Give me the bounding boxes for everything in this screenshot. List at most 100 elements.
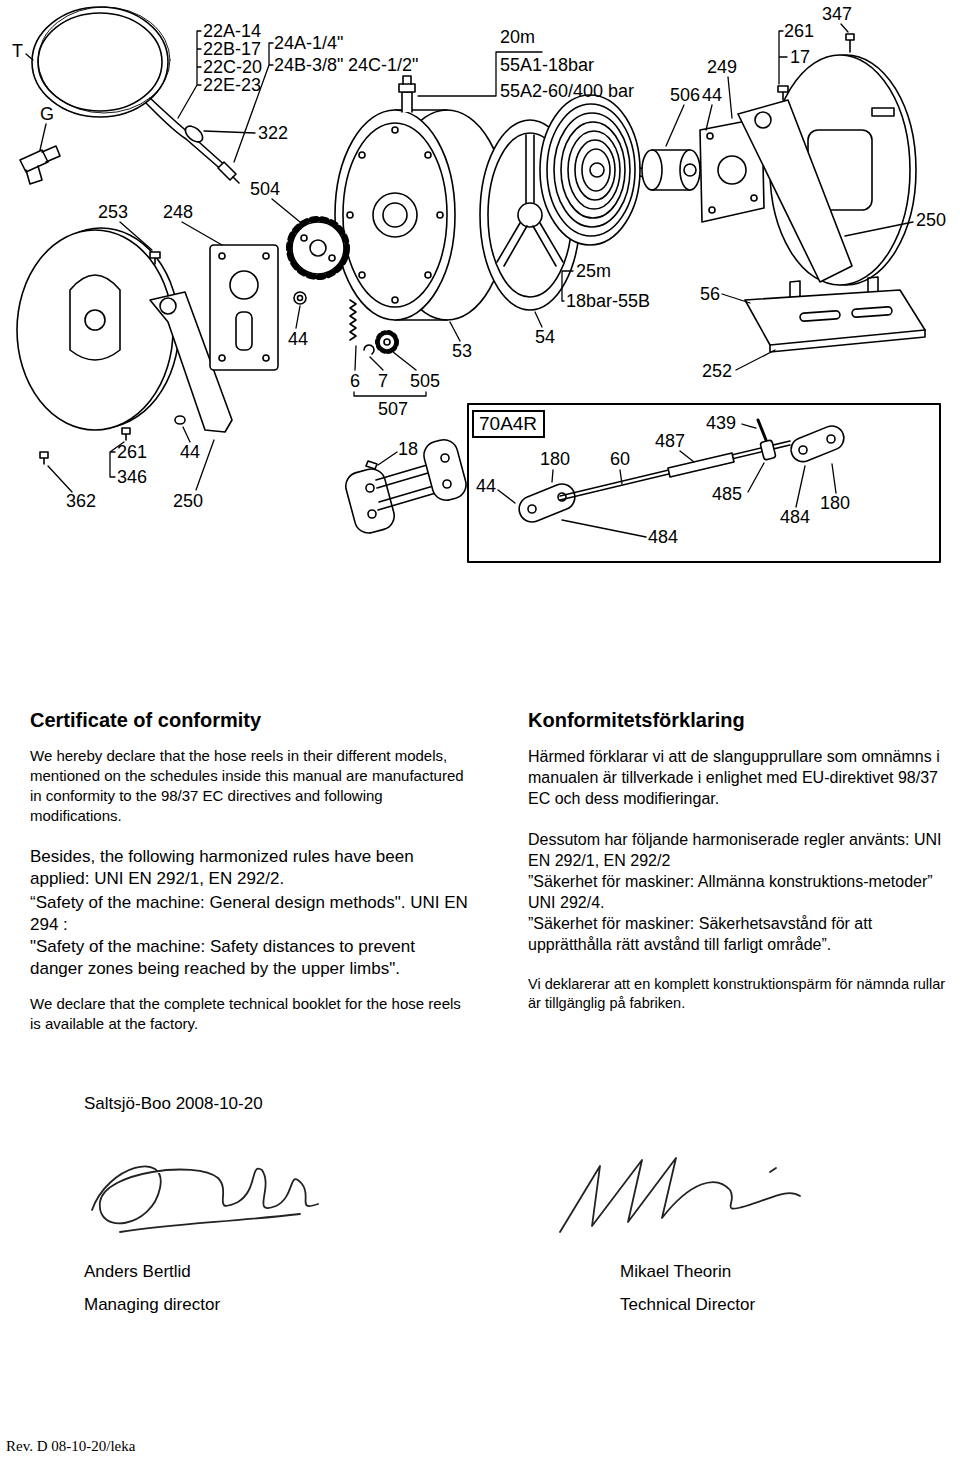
support-arm	[738, 100, 852, 282]
spiral-spring	[582, 149, 610, 191]
leader-line	[370, 357, 383, 370]
leader-line	[354, 392, 426, 396]
leader-line	[706, 105, 712, 130]
side-cover	[846, 34, 854, 52]
callout-number: 18	[398, 440, 418, 458]
side-plate	[150, 245, 278, 370]
hose-drum	[425, 152, 431, 158]
base-plate	[770, 330, 925, 352]
callout-number: 53	[452, 342, 472, 360]
leader-line	[26, 24, 913, 537]
signature	[92, 1166, 318, 1223]
base-plate	[852, 307, 892, 318]
side-plate	[230, 271, 258, 299]
callout-number: 44	[476, 477, 496, 495]
callout-number: 252	[702, 362, 732, 380]
side-cover	[85, 310, 105, 330]
hose-drum	[392, 127, 398, 133]
leader-line	[680, 451, 694, 462]
hose-coil	[233, 177, 239, 183]
side-cover	[872, 108, 894, 116]
paragraph: "Safety of the machine: Safety distances…	[30, 936, 470, 980]
hose-coil	[146, 103, 224, 172]
support-arm	[40, 292, 232, 464]
callout-number: 54	[535, 328, 555, 346]
leader-line	[620, 470, 622, 484]
callout-number: 25m	[576, 262, 611, 280]
paragraph: “Safety of the machine: General design m…	[30, 892, 470, 936]
axle-frame	[421, 437, 469, 504]
callout-number: 261	[784, 22, 814, 40]
callout-number: 249	[707, 58, 737, 76]
leader-line	[450, 322, 460, 341]
support-arm	[175, 416, 185, 424]
hose-drum	[343, 123, 447, 307]
callout-number: 322	[258, 124, 288, 142]
callout-number: 22B-17	[203, 40, 261, 58]
callout-number: G	[40, 105, 54, 123]
spiral-spring	[561, 122, 625, 218]
side-plate	[236, 312, 252, 350]
hose-drum	[359, 152, 365, 158]
flange-plate	[718, 156, 746, 184]
elbow-fitting	[20, 146, 60, 184]
callout-number: 485	[712, 485, 742, 503]
hub	[642, 150, 700, 190]
callout-number: 250	[916, 211, 946, 229]
certificate-title: Konformitetsförklaring	[528, 708, 953, 732]
signature-line: Saltsjö-Boo 2008-10-20	[84, 1094, 263, 1114]
brake-parts	[364, 345, 374, 354]
exploded-view	[17, 7, 940, 1232]
brake-parts	[294, 292, 306, 304]
hose-drum	[437, 212, 443, 218]
callout-number: 346	[117, 468, 147, 486]
axle-frame	[443, 480, 451, 488]
base-plate	[800, 311, 840, 322]
axle-frame	[366, 484, 374, 492]
flange-plate	[751, 195, 757, 201]
flange-plate	[709, 207, 715, 213]
drive-gear	[301, 235, 307, 241]
leader-line	[552, 470, 553, 482]
spiral-spring	[575, 140, 615, 200]
text-column: Certificate of conformityWe hereby decla…	[30, 708, 470, 1034]
hose-drum	[373, 193, 417, 237]
drive-gear	[289, 219, 347, 277]
chain-parts	[799, 446, 807, 454]
callout-number: 7	[378, 372, 388, 390]
box-label: 70A4R	[479, 414, 538, 434]
support-arm	[755, 112, 771, 128]
spiral-spring	[554, 113, 630, 227]
axle-frame	[366, 461, 377, 469]
hose-drum	[399, 84, 415, 92]
leader-line	[182, 222, 222, 245]
hose-coil	[150, 98, 228, 168]
leader-line	[26, 54, 33, 60]
leader-line	[378, 452, 397, 465]
paragraph: We declare that the complete technical b…	[30, 994, 470, 1034]
chain-parts	[758, 420, 766, 440]
paragraph: Vi deklarerar att en komplett konstrukti…	[528, 975, 953, 1013]
leader-line	[535, 312, 542, 327]
spiral-spring	[568, 131, 620, 209]
signature-line: Managing director	[84, 1295, 220, 1315]
leader-line	[722, 294, 750, 303]
callout-number: 44	[702, 86, 722, 104]
side-cover	[17, 228, 179, 430]
callout-number: 439	[706, 414, 736, 432]
support-arm	[738, 100, 852, 282]
callout-number: 180	[820, 494, 850, 512]
callout-number: 24A-1/4"	[274, 34, 343, 52]
elbow-fitting	[26, 166, 42, 184]
chain-parts	[668, 453, 734, 477]
spiral-spring	[540, 95, 648, 245]
base-plate	[745, 277, 925, 352]
base-plate	[868, 277, 878, 292]
callout-number: 505	[410, 372, 440, 390]
hose-coil	[182, 123, 205, 145]
callout-number: 504	[250, 180, 280, 198]
chain-parts	[528, 505, 536, 513]
leader-line	[841, 24, 848, 32]
leader-line	[796, 466, 805, 507]
leader-line	[183, 427, 190, 442]
